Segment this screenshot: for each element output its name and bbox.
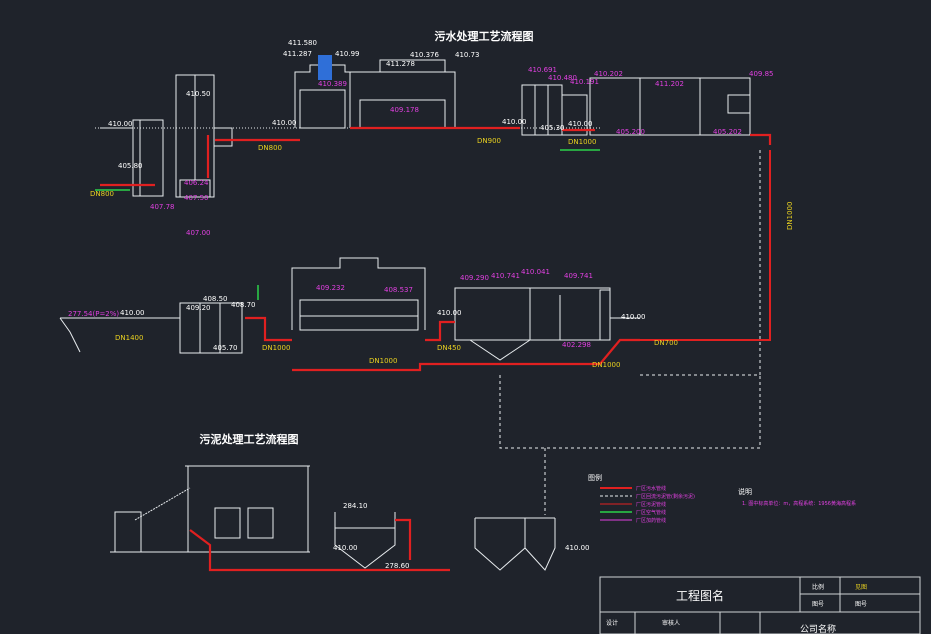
legend-item: 厂区污泥管线 xyxy=(636,501,666,508)
elevation-label: 410.00 xyxy=(120,309,145,317)
pipe-size-label: DN800 xyxy=(90,190,114,198)
pipe-size-label: DN800 xyxy=(258,144,282,152)
air-pipes xyxy=(95,149,600,300)
sheet-value: 图号 xyxy=(855,601,867,608)
pipe-size-labels: DN800 DN800 DN900 DN1000 DN1000 DN1000 D… xyxy=(90,137,794,369)
fine-screen-icon xyxy=(318,55,332,80)
legend-item: 厂区空气管线 xyxy=(636,509,666,516)
pipe-size-label: DN1000 xyxy=(592,361,620,369)
elevation-label: 405.70 xyxy=(213,344,238,352)
elevation-label: 410.50 xyxy=(186,90,211,98)
elevation-label: 409.290 xyxy=(460,274,489,282)
pipe-size-label: DN1000 xyxy=(369,357,397,365)
elevation-label: 410.202 xyxy=(594,70,623,78)
elevation-label: 411.278 xyxy=(386,60,415,68)
main-return-pipe xyxy=(640,150,771,341)
pipe-size-label: DN1000 xyxy=(568,138,596,146)
legend-title: 图例 xyxy=(588,473,602,482)
elevation-label: 405.30 xyxy=(540,124,565,132)
elevation-label: 406.24 xyxy=(184,179,209,187)
pipe-size-label: DN1000 xyxy=(262,344,290,352)
pipe-size-label: DN450 xyxy=(437,344,461,352)
elevation-label: 407.50 xyxy=(184,194,209,202)
notes-title: 说明 xyxy=(738,487,752,496)
elevation-label: 410.00 xyxy=(437,309,462,317)
elevation-label: 408.70 xyxy=(231,301,256,309)
legend-item: 厂区加药管线 xyxy=(636,517,666,524)
elevation-label: 410.191 xyxy=(570,78,599,86)
elevation-label: 411.202 xyxy=(655,80,684,88)
elevation-label: 410.00 xyxy=(108,120,133,128)
elevation-label: 410.376 xyxy=(410,51,439,59)
elevation-label: 410.00 xyxy=(568,120,593,128)
bottom-row-structures xyxy=(110,465,556,571)
pipe-size-label: DN1400 xyxy=(115,334,143,342)
pipe-size-label: DN1000 xyxy=(786,202,794,230)
drawing-name: 工程图名 xyxy=(676,588,724,603)
scale-label: 比例 xyxy=(812,583,824,591)
elevation-label: 410.99 xyxy=(335,50,360,58)
elevation-label: 407.00 xyxy=(186,229,211,237)
elevation-label: 409.85 xyxy=(749,70,774,78)
elevation-label: 402.298 xyxy=(562,341,591,349)
elevation-label: 409.741 xyxy=(564,272,593,280)
return-pipes xyxy=(499,150,761,515)
elevation-label: 410.00 xyxy=(502,118,527,126)
elevation-label: 410.741 xyxy=(491,272,520,280)
elevation-label: 410.041 xyxy=(521,268,550,276)
elevation-label: 410.73 xyxy=(455,51,480,59)
scale-value: 见图 xyxy=(855,584,867,591)
sewage-pipes xyxy=(100,126,772,572)
elevation-label: 410.691 xyxy=(528,66,557,74)
elevation-label: 410.00 xyxy=(333,544,358,552)
pipe-size-label: DN700 xyxy=(654,339,678,347)
sewage-title: 污水处理工艺流程图 xyxy=(435,29,534,43)
elevation-label: 409.232 xyxy=(316,284,345,292)
middle-row-structures xyxy=(59,257,640,361)
legend-item: 厂区回流污泥管(剩余污泥) xyxy=(636,493,695,500)
elevation-label: 409.20 xyxy=(186,304,211,312)
elevation-label: 278.60 xyxy=(385,562,410,570)
top-row-structures xyxy=(95,59,751,198)
notes: 说明 1. 图中标高单位：m，高程系统：1956黄海高程系 xyxy=(738,487,856,507)
elevation-label: 410.00 xyxy=(621,313,646,321)
elevation-label: 405.200 xyxy=(616,128,645,136)
title-block-text: 工程图名 比例 见图 图号 图号 设计 审核人 公司名称 xyxy=(606,583,867,634)
reviewer-label: 审核人 xyxy=(662,619,680,627)
legend-item: 厂区污水管线 xyxy=(636,485,666,492)
pipe-size-label: DN900 xyxy=(477,137,501,145)
elevation-label: 284.10 xyxy=(343,502,368,510)
elevation-label: 408.50 xyxy=(203,295,228,303)
elevation-label: 407.78 xyxy=(150,203,175,211)
sludge-title: 污泥处理工艺流程图 xyxy=(200,432,299,446)
sheet-label: 图号 xyxy=(812,601,824,608)
elevation-label: 411.287 xyxy=(283,50,312,58)
elevation-label: 410.480 xyxy=(548,74,577,82)
elevation-label: 409.178 xyxy=(390,106,419,114)
elevation-label: 405.80 xyxy=(118,162,143,170)
elevation-label: 405.202 xyxy=(713,128,742,136)
elevation-label: 411.580 xyxy=(288,39,317,47)
title-block xyxy=(599,576,921,634)
elevation-label: 408.537 xyxy=(384,286,413,294)
design-label: 设计 xyxy=(606,619,618,627)
company-name: 公司名称 xyxy=(800,623,836,634)
notes-line: 1. 图中标高单位：m，高程系统：1956黄海高程系 xyxy=(742,500,856,507)
elevation-label: 410.389 xyxy=(318,80,347,88)
legend: 图例 厂区污水管线 厂区回流污泥管(剩余污泥) 厂区污泥管线 厂区空气管线 厂区… xyxy=(588,473,695,524)
elevation-labels: 410.50 410.00 405.80 406.24 407.50 407.0… xyxy=(68,39,774,570)
elevation-label: 410.00 xyxy=(272,119,297,127)
elevation-label: 410.00 xyxy=(565,544,590,552)
elevation-label: 277.54(P=2%) xyxy=(68,310,119,318)
